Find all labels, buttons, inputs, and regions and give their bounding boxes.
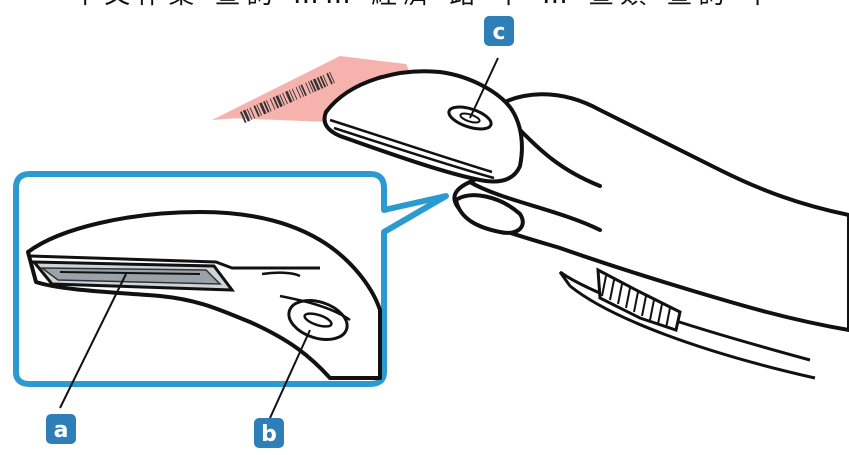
svg-text:a: a (54, 418, 69, 443)
callout-c: c (484, 16, 514, 46)
scan-window (34, 262, 232, 290)
callout-b: b (254, 418, 284, 448)
scanner-body (325, 71, 522, 181)
callout-a: a (46, 414, 76, 444)
svg-text:c: c (492, 20, 505, 45)
svg-text:b: b (261, 422, 277, 447)
